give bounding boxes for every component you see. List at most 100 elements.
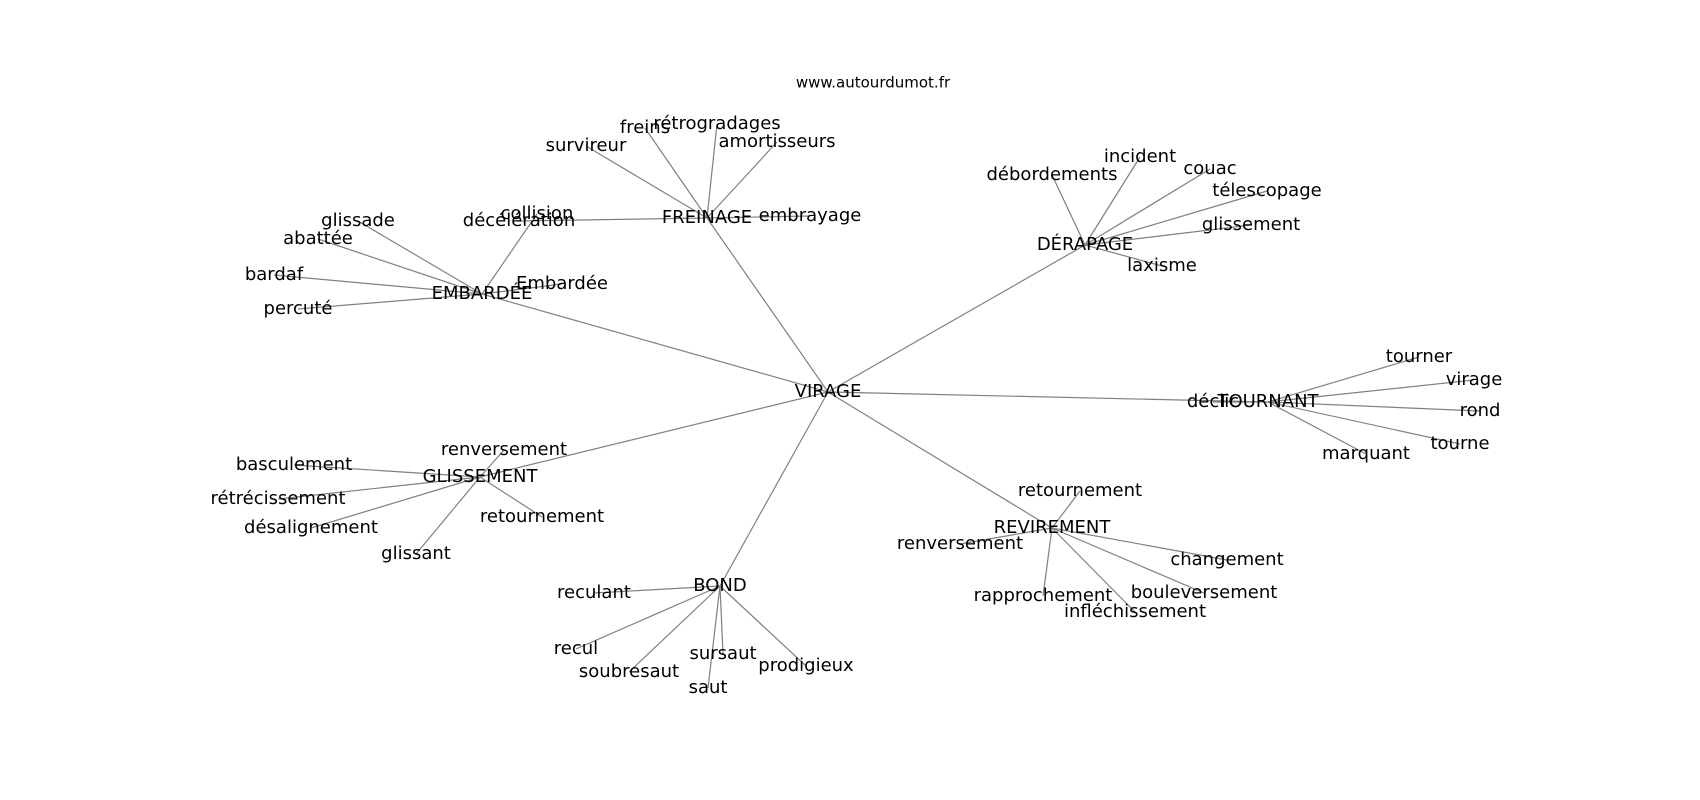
graph-edge — [479, 449, 505, 478]
hub-node-label[interactable]: REVIREMENT — [994, 517, 1112, 538]
graph-edge — [706, 123, 718, 219]
graph-edge — [1084, 156, 1141, 246]
leaf-node-label[interactable]: incident — [1104, 146, 1176, 167]
leaf-node-label[interactable]: reculant — [557, 582, 631, 603]
hub-node-label[interactable]: TOURNANT — [1216, 391, 1319, 412]
graph-edge — [706, 217, 829, 393]
graph-edge — [1267, 401, 1367, 455]
leaf-node-label[interactable]: glissement — [1202, 214, 1300, 235]
leaf-node-label[interactable]: recul — [554, 638, 598, 659]
leaf-node-label[interactable]: tourne — [1430, 433, 1489, 454]
graph-edge — [1267, 401, 1461, 445]
graph-edge — [1267, 379, 1475, 403]
leaf-node-label[interactable]: collision — [501, 203, 574, 224]
leaf-node-label[interactable]: Embardée — [516, 273, 608, 294]
leaf-node-label[interactable]: embrayage — [759, 205, 862, 226]
source-url: www.autourdumot.fr — [796, 74, 951, 92]
graph-edge — [1267, 356, 1420, 403]
graph-edge — [479, 476, 543, 518]
graph-edge — [277, 476, 481, 500]
leaf-node-label[interactable]: virage — [1446, 369, 1503, 390]
graph-edge — [719, 585, 724, 655]
hub-node-label[interactable]: EMBARDÉE — [432, 282, 533, 304]
hub-node-label[interactable]: DÉRAPAGE — [1037, 233, 1133, 255]
leaf-node-label[interactable]: prodigieux — [758, 655, 854, 676]
graph-edge — [518, 217, 708, 222]
hub-node-label[interactable]: BOND — [693, 575, 747, 596]
leaf-node-label[interactable]: rétrogradages — [653, 113, 780, 134]
graph-edge — [644, 127, 708, 219]
leaf-node-label[interactable]: marquant — [1322, 443, 1410, 464]
leaf-node-label[interactable]: couac — [1183, 158, 1236, 179]
graph-edge — [273, 274, 483, 295]
leaf-node-label[interactable]: abattée — [283, 228, 353, 249]
graph-edge — [719, 585, 807, 667]
graph-edge — [317, 238, 483, 295]
graph-edge — [481, 283, 563, 295]
graph-edge — [707, 585, 721, 689]
graph-edge — [481, 213, 538, 295]
leaf-node-label[interactable]: laxisme — [1127, 255, 1197, 276]
leaf-node-label[interactable]: rond — [1460, 400, 1501, 421]
graph-labels: www.autourdumot.fr VIRAGE FREINAGE survire… — [210, 74, 1502, 699]
leaf-node-label[interactable]: télescopage — [1212, 180, 1321, 201]
graph-edge — [479, 391, 829, 478]
graph-edge — [415, 476, 481, 555]
hub-node-label[interactable]: GLISSEMENT — [423, 466, 539, 487]
leaf-node-label[interactable]: tourner — [1386, 346, 1453, 367]
graph-edge — [310, 476, 481, 529]
leaf-node-label[interactable]: saut — [689, 677, 728, 698]
graph-edge — [827, 244, 1086, 393]
leaf-node-label[interactable]: infléchissement — [1064, 601, 1206, 622]
graph-edge — [481, 293, 829, 393]
graph-edge — [585, 145, 708, 219]
graph-edge — [959, 527, 1053, 545]
leaf-node-label[interactable]: changement — [1170, 549, 1283, 570]
leaf-node-label[interactable]: rapprochement — [974, 585, 1113, 606]
leaf-node-label[interactable]: renversement — [897, 533, 1023, 554]
leaf-node-label[interactable]: survireur — [546, 135, 627, 156]
graph-edge — [1084, 224, 1252, 246]
leaf-node-label[interactable]: amortisseurs — [718, 131, 835, 152]
graph-edge — [593, 585, 721, 594]
graph-edge — [1084, 168, 1211, 246]
leaf-node-label[interactable]: glissant — [381, 543, 451, 564]
graph-edge — [1267, 401, 1481, 412]
leaf-node-label[interactable]: décélération — [463, 210, 575, 231]
graph-edge — [827, 391, 1269, 403]
leaf-node-label[interactable]: glissade — [321, 210, 395, 231]
leaf-node-label[interactable]: bardaf — [245, 264, 304, 285]
graph-edge — [827, 391, 1053, 529]
graph-edge — [1051, 527, 1228, 561]
graph-edge — [1051, 527, 1205, 594]
graph-edge — [1051, 490, 1081, 529]
graph-edge — [1051, 527, 1136, 613]
graph-edge — [719, 391, 829, 587]
leaf-node-label[interactable]: renversement — [441, 439, 567, 460]
leaf-node-label[interactable]: bouleversement — [1131, 582, 1278, 603]
graph-edge — [628, 585, 721, 673]
leaf-node-label[interactable]: sursaut — [689, 643, 756, 664]
leaf-node-label[interactable]: débordements — [987, 164, 1118, 185]
leaf-node-label[interactable]: soubresaut — [579, 661, 679, 682]
graph-edges — [273, 123, 1481, 689]
leaf-node-label[interactable]: retournement — [1018, 480, 1142, 501]
graph-edge — [1084, 190, 1268, 246]
root-node-label[interactable]: VIRAGE — [795, 381, 862, 402]
graph-edge — [293, 464, 481, 478]
leaf-node-label[interactable]: freins — [620, 117, 670, 138]
leaf-node-label[interactable]: basculement — [236, 454, 352, 475]
leaf-node-label[interactable]: déclic — [1187, 391, 1239, 412]
graph-edge — [575, 585, 721, 650]
hub-node-label[interactable]: FREINAGE — [662, 207, 752, 228]
graph-edge — [357, 220, 483, 295]
leaf-node-label[interactable]: rétrécissement — [210, 488, 345, 509]
leaf-node-label[interactable]: désalignement — [244, 517, 378, 538]
graph-edge — [706, 215, 811, 219]
leaf-node-label[interactable]: retournement — [480, 506, 604, 527]
graph-edge — [297, 293, 483, 310]
graph-edge — [1084, 244, 1163, 267]
graph-edge — [1042, 527, 1053, 597]
leaf-node-label[interactable]: percuté — [264, 298, 333, 319]
